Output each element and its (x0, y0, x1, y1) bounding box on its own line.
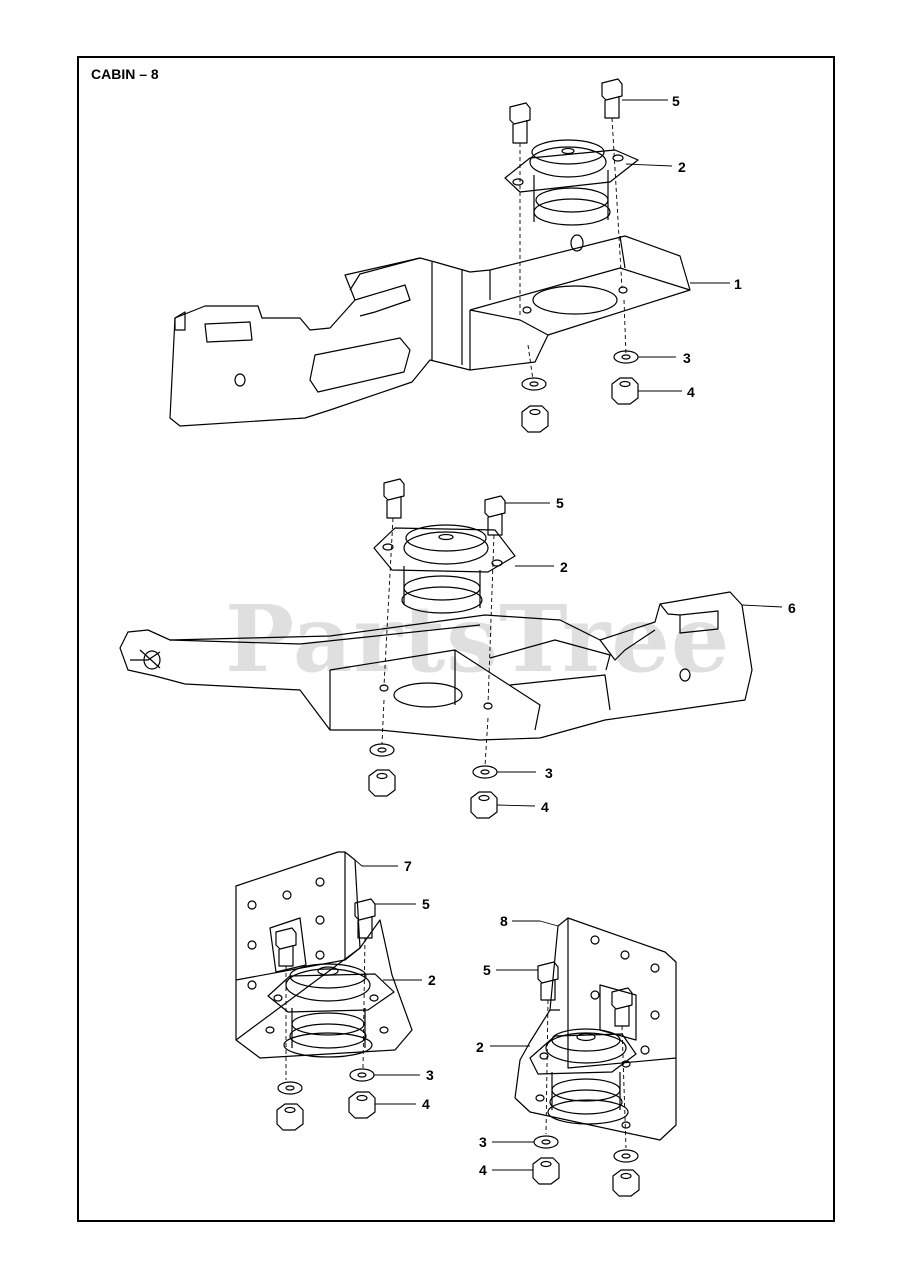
leaders-2 (496, 502, 783, 807)
nut-part-4 (368, 769, 498, 819)
assembly-1 (169, 78, 730, 433)
callout-3: 3 (683, 350, 691, 366)
diagram-title: CABIN – 8 (91, 66, 159, 82)
assembly-4 (490, 917, 677, 1197)
callout-5: 5 (422, 896, 430, 912)
isolator-mount-part-2 (504, 139, 639, 226)
callout-4: 4 (541, 799, 549, 815)
bracket-part-8 (514, 917, 677, 1141)
leaders-3 (354, 859, 422, 1105)
callout-4: 4 (687, 384, 695, 400)
callout-3: 3 (479, 1134, 487, 1150)
callout-8: 8 (500, 913, 508, 929)
bolt-part-5 (509, 78, 623, 144)
callout-4: 4 (479, 1162, 487, 1178)
centerlines-4 (545, 999, 627, 1149)
callout-2: 2 (428, 972, 436, 988)
leaders-1 (622, 99, 730, 392)
bolt-part-5 (383, 478, 506, 536)
callout-5: 5 (672, 93, 680, 109)
diagram-frame (77, 56, 835, 1222)
bolt-part-5 (275, 898, 376, 967)
callout-1: 1 (734, 276, 742, 292)
nut-part-4 (276, 1091, 376, 1131)
isolator-mount-part-2 (267, 963, 395, 1049)
callout-3: 3 (545, 765, 553, 781)
callout-5: 5 (483, 962, 491, 978)
centerlines-3 (285, 937, 366, 1080)
nut-part-4 (521, 377, 639, 433)
assembly-2 (119, 478, 783, 819)
centerlines-2 (381, 517, 495, 767)
isolator-mount-part-2 (529, 1028, 637, 1115)
washer-part-3 (369, 743, 498, 779)
nut-part-4 (532, 1157, 640, 1197)
bracket-part-6 (119, 591, 753, 741)
watermark: PartsTree (225, 585, 731, 693)
callout-7: 7 (404, 858, 412, 874)
callout-6: 6 (788, 600, 796, 616)
callout-2: 2 (476, 1039, 484, 1055)
callout-4: 4 (422, 1096, 430, 1112)
callout-3: 3 (426, 1067, 434, 1083)
callout-5: 5 (556, 495, 564, 511)
bracket-part-1 (169, 234, 691, 427)
leaders-4 (490, 920, 559, 1171)
callout-2: 2 (560, 559, 568, 575)
isolator-mount-part-2 (373, 524, 516, 614)
washer-part-3 (277, 1068, 375, 1095)
callout-2: 2 (678, 159, 686, 175)
bracket-part-7 (235, 851, 413, 1059)
centerlines-1 (519, 117, 627, 381)
assembly-3 (235, 851, 422, 1131)
